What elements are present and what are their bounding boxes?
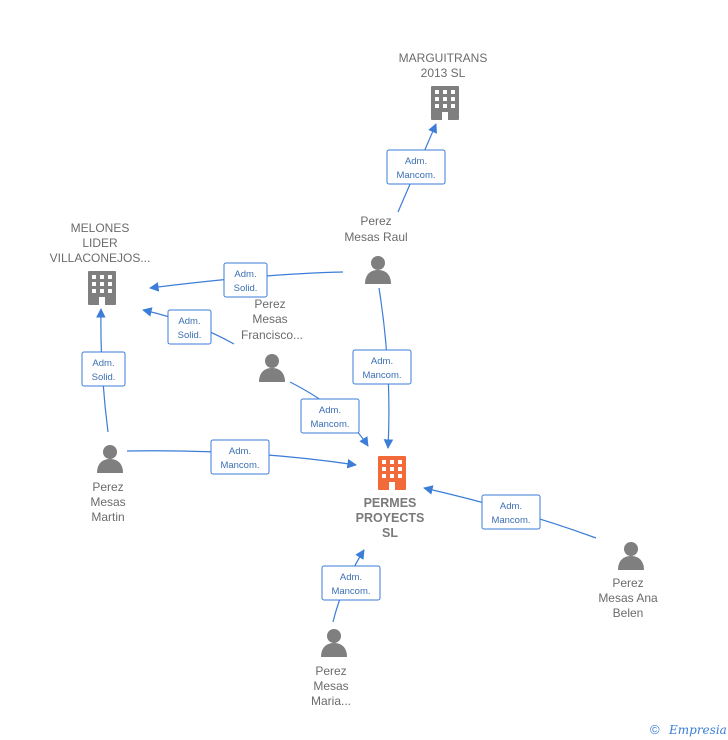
building-icon xyxy=(431,86,459,120)
company-label-line: MARGUITRANS xyxy=(399,51,488,65)
person-icon xyxy=(365,256,391,284)
edge-label-line: Solid. xyxy=(178,330,202,341)
edge-label-anabelen-permes[interactable]: Adm. Mancom. xyxy=(481,494,541,530)
company-label-line: MELONES xyxy=(71,221,130,235)
person-label-line: Perez xyxy=(360,214,391,228)
building-icon xyxy=(88,271,116,305)
person-icon xyxy=(259,354,285,382)
company-label-line: PROYECTS xyxy=(356,511,425,525)
edge-label-line: Adm. xyxy=(340,572,362,583)
person-label-line: Perez xyxy=(92,480,123,494)
person-label-line: Mesas xyxy=(313,679,348,693)
edge-label-line: Adm. xyxy=(500,501,522,512)
company-label-line: 2013 SL xyxy=(421,66,466,80)
edge-label-raul-marguitrans[interactable]: Adm. Mancom. xyxy=(386,149,446,185)
company-node-permes[interactable]: PERMES PROYECTS SL xyxy=(356,456,425,540)
person-icon xyxy=(321,629,347,657)
person-label-line: Maria... xyxy=(311,694,351,708)
edge-label-line: Adm. xyxy=(92,358,114,369)
edge-label-raul-melones[interactable]: Adm. Solid. xyxy=(223,262,268,298)
person-node-francisco[interactable]: Perez Mesas Francisco... xyxy=(241,297,303,382)
person-icon xyxy=(97,445,123,473)
edge-label-line: Adm. xyxy=(229,446,251,457)
edge-label-line: Adm. xyxy=(234,269,256,280)
edge-label-francisco-melones[interactable]: Adm. Solid. xyxy=(167,309,212,345)
person-label-line: Perez xyxy=(612,576,643,590)
edge-label-line: Mancom. xyxy=(362,370,401,381)
person-label-line: Mesas Ana xyxy=(598,591,658,605)
person-icon xyxy=(618,542,644,570)
person-label-line: Belen xyxy=(613,606,644,620)
edge-label-line: Adm. xyxy=(178,316,200,327)
person-label-line: Mesas Raul xyxy=(344,230,407,244)
company-label-line: SL xyxy=(382,526,398,540)
edge-label-line: Mancom. xyxy=(220,460,259,471)
person-label-line: Perez xyxy=(315,664,346,678)
company-node-melones[interactable]: MELONES LIDER VILLACONEJOS... xyxy=(50,221,151,305)
copyright-icon: © xyxy=(650,722,660,737)
person-node-anabelen[interactable]: Perez Mesas Ana Belen xyxy=(598,542,658,620)
edge-label-line: Solid. xyxy=(234,283,258,294)
person-label-line: Francisco... xyxy=(241,328,303,342)
company-label-line: LIDER xyxy=(82,236,118,250)
edge-label-raul-permes[interactable]: Adm. Mancom. xyxy=(352,349,412,385)
person-label-line: Perez xyxy=(254,297,285,311)
company-label-line: VILLACONEJOS... xyxy=(50,251,151,265)
edge-label-martin-permes[interactable]: Adm. Mancom. xyxy=(210,439,270,475)
person-node-martin[interactable]: Perez Mesas Martin xyxy=(90,445,126,524)
building-icon xyxy=(378,456,406,490)
footer-brand[interactable]: © Empresia xyxy=(650,722,727,737)
edge-label-line: Adm. xyxy=(405,156,427,167)
edge-label-francisco-permes[interactable]: Adm. Mancom. xyxy=(300,398,360,434)
brand-logo-text: Empresia xyxy=(668,723,727,737)
person-node-maria[interactable]: Perez Mesas Maria... xyxy=(311,629,351,708)
edge-label-line: Adm. xyxy=(371,356,393,367)
person-label-line: Mesas xyxy=(90,495,125,509)
edge-label-line: Solid. xyxy=(92,372,116,383)
person-node-raul[interactable]: Perez Mesas Raul xyxy=(344,214,408,284)
person-label-line: Martin xyxy=(91,510,124,524)
edge-label-line: Mancom. xyxy=(331,586,370,597)
edge-label-line: Mancom. xyxy=(310,419,349,430)
edge-label-line: Mancom. xyxy=(491,515,530,526)
company-label-line: PERMES xyxy=(364,496,417,510)
person-label-line: Mesas xyxy=(252,312,287,326)
edge-label-maria-permes[interactable]: Adm. Mancom. xyxy=(321,565,381,601)
edge-label-line: Adm. xyxy=(319,405,341,416)
edge-label-martin-melones[interactable]: Adm. Solid. xyxy=(81,351,126,387)
edge-label-line: Mancom. xyxy=(396,170,435,181)
company-node-marguitrans[interactable]: MARGUITRANS 2013 SL xyxy=(399,51,488,120)
